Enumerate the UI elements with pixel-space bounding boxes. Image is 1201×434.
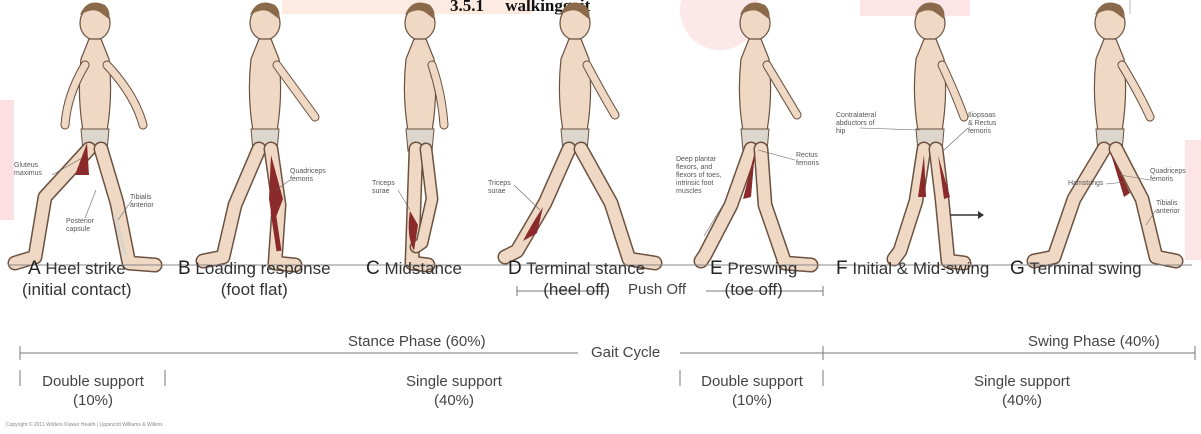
stage-a: A Heel strike (initial contact) (22, 258, 132, 300)
label-hamstrings: Hamstrings (1068, 180, 1103, 188)
stage-g-letter: G (1010, 258, 1025, 279)
stage-c: C Midstance (366, 258, 462, 279)
stage-d-name: Terminal stance (526, 259, 645, 278)
figure-b-loading-response (203, 3, 315, 265)
label-tibialis-a: Tibialis anterior (130, 194, 154, 210)
stage-b-name: Loading response (195, 259, 330, 278)
support-single-1-name: Single support (406, 373, 502, 390)
label-triceps-c: Triceps surae (372, 180, 395, 196)
label-deep-plantar: Deep plantar flexors, and flexors of toe… (676, 156, 722, 196)
stage-f-letter: F (836, 258, 848, 279)
support-single-2-name: Single support (974, 373, 1070, 390)
stage-a-letter: A (28, 258, 41, 279)
support-double-1: Double support (10%) (24, 372, 162, 410)
gait-cycle-label: Gait Cycle (591, 343, 660, 362)
stage-c-name: Midstance (384, 259, 461, 278)
support-double-1-pct: (10%) (73, 392, 113, 409)
stage-e-sub: (toe off) (725, 280, 783, 299)
figure-g-terminal-swing (1034, 3, 1176, 261)
stage-e-name: Preswing (727, 259, 797, 278)
stage-c-letter: C (366, 258, 380, 279)
support-single-1: Single support (40%) (384, 372, 524, 410)
stage-d-sub: (heel off) (543, 280, 610, 299)
support-double-2: Double support (10%) (684, 372, 820, 410)
stage-d-letter: D (508, 258, 522, 279)
stage-a-name: Heel strike (45, 259, 125, 278)
label-quadriceps-b: Quadriceps femoris (290, 168, 326, 184)
stage-b-letter: B (178, 258, 191, 279)
support-double-2-name: Double support (701, 373, 803, 390)
label-quadriceps-g: Quadriceps femoris (1150, 168, 1186, 184)
stage-a-sub: (initial contact) (22, 280, 132, 299)
label-tibialis-g: Tibialis anterior (1156, 200, 1180, 216)
support-single-2: Single support (40%) (952, 372, 1092, 410)
stage-g: G Terminal swing (1010, 258, 1142, 279)
label-iliopsoas: Iliopsoas & Rectus femoris (968, 112, 996, 136)
stage-f-name: Initial & Mid-swing (852, 259, 989, 278)
stage-f: F Initial & Mid-swing (836, 258, 989, 279)
label-posterior-capsule: Posterior capsule (66, 218, 94, 234)
stance-phase-label: Stance Phase (60%) (348, 332, 486, 351)
stage-e-letter: E (710, 258, 723, 279)
support-double-1-name: Double support (42, 373, 144, 390)
support-double-2-pct: (10%) (732, 392, 772, 409)
figure-c-midstance (404, 3, 444, 265)
stage-e: E Preswing (toe off) (710, 258, 797, 300)
label-gluteus: Gluteus maximus (14, 162, 42, 178)
stage-g-name: Terminal swing (1029, 259, 1141, 278)
figure-e-preswing (701, 3, 811, 265)
stage-b: B Loading response (foot flat) (178, 258, 331, 300)
support-single-1-pct: (40%) (434, 392, 474, 409)
label-triceps-d: Triceps surae (488, 180, 511, 196)
stage-d: D Terminal stance (heel off) (508, 258, 645, 300)
label-rectus-e: Rectus femoris (796, 152, 819, 168)
label-contralateral: Contralateral abductors of hip (836, 112, 876, 136)
push-off-label: Push Off (628, 280, 686, 299)
swing-phase-label: Swing Phase (40%) (1028, 332, 1160, 351)
stage-b-sub: (foot flat) (221, 280, 288, 299)
figure-d-terminal-stance (505, 3, 655, 263)
copyright-text: Copyright © 2011 Wolters Kluwer Health |… (6, 422, 163, 428)
support-single-2-pct: (40%) (1002, 392, 1042, 409)
